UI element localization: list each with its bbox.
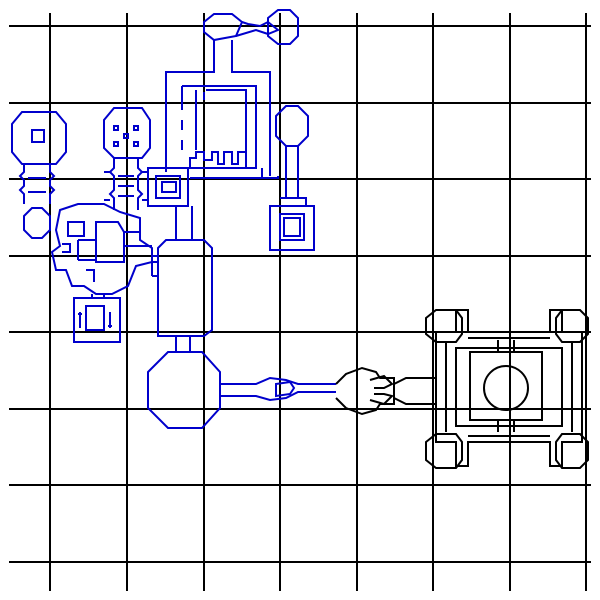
big-octagon-room bbox=[147, 351, 221, 429]
mid-octagon-room bbox=[103, 107, 151, 159]
unexplored-map-lines bbox=[335, 309, 589, 469]
right-pillar-room bbox=[275, 105, 309, 147]
lower-box-marks bbox=[78, 312, 112, 328]
explored-map-lines bbox=[11, 9, 336, 429]
fortress-mid-wall bbox=[445, 337, 573, 437]
tower-top-left bbox=[425, 309, 463, 343]
tall-room bbox=[157, 239, 213, 337]
mid-zigzag-bars bbox=[118, 175, 134, 197]
upper-hall-outer bbox=[182, 85, 257, 169]
right-corridor bbox=[285, 146, 299, 198]
keep-pool bbox=[483, 365, 529, 411]
map-grid bbox=[9, 13, 591, 591]
keep-outer bbox=[469, 351, 543, 421]
connector-box-outer bbox=[147, 167, 189, 207]
tall-room-stem bbox=[175, 206, 193, 240]
lower-box-link bbox=[91, 294, 105, 298]
fortress-inner-wall bbox=[455, 347, 563, 427]
upper-hall-inner-top bbox=[206, 89, 247, 168]
keep-gaps bbox=[497, 340, 515, 432]
gate-inner bbox=[369, 374, 394, 406]
tower-bottom-right bbox=[555, 433, 589, 469]
fortress-outer bbox=[435, 309, 583, 467]
hub-inner-b bbox=[95, 221, 125, 263]
hub-passage bbox=[124, 231, 152, 247]
connector-box-core bbox=[161, 181, 177, 193]
hub-inner-c bbox=[77, 239, 96, 261]
right-box-link bbox=[280, 197, 307, 206]
lower-box-inner bbox=[85, 305, 105, 331]
hub-steps bbox=[62, 243, 95, 282]
top-room-right bbox=[267, 9, 299, 45]
mid-zigzag bbox=[108, 158, 144, 210]
stem-left bbox=[165, 40, 215, 172]
top-room-left bbox=[203, 13, 244, 42]
tower-bottom-left bbox=[425, 433, 463, 469]
tall-room-neck bbox=[175, 336, 191, 352]
gate-structure bbox=[335, 366, 395, 416]
hub-inner-a bbox=[67, 221, 85, 237]
mid-octagon-dots bbox=[113, 125, 139, 147]
hub-outer bbox=[50, 203, 153, 295]
left-octagon-square bbox=[31, 129, 45, 143]
east-corridor-ring bbox=[275, 380, 296, 398]
upper-hall-teeth bbox=[189, 151, 246, 168]
connector-box-inner bbox=[155, 175, 181, 199]
left-zigzag bbox=[18, 164, 56, 204]
upper-hall-steps bbox=[262, 176, 279, 179]
upper-hall-inner-left bbox=[195, 90, 205, 150]
gate-to-fortress bbox=[393, 377, 436, 405]
right-box-room bbox=[269, 205, 315, 251]
left-zigzag-bars bbox=[28, 177, 46, 193]
east-corridor-top bbox=[220, 376, 336, 385]
mid-zigzag-side bbox=[104, 171, 148, 201]
right-box-inner bbox=[279, 213, 305, 241]
east-corridor-bottom bbox=[220, 391, 336, 402]
tower-top-right bbox=[555, 309, 589, 343]
stem-right bbox=[231, 40, 271, 176]
left-octagon-room bbox=[11, 111, 67, 165]
left-round-room bbox=[23, 207, 51, 239]
top-corridor bbox=[235, 20, 280, 37]
